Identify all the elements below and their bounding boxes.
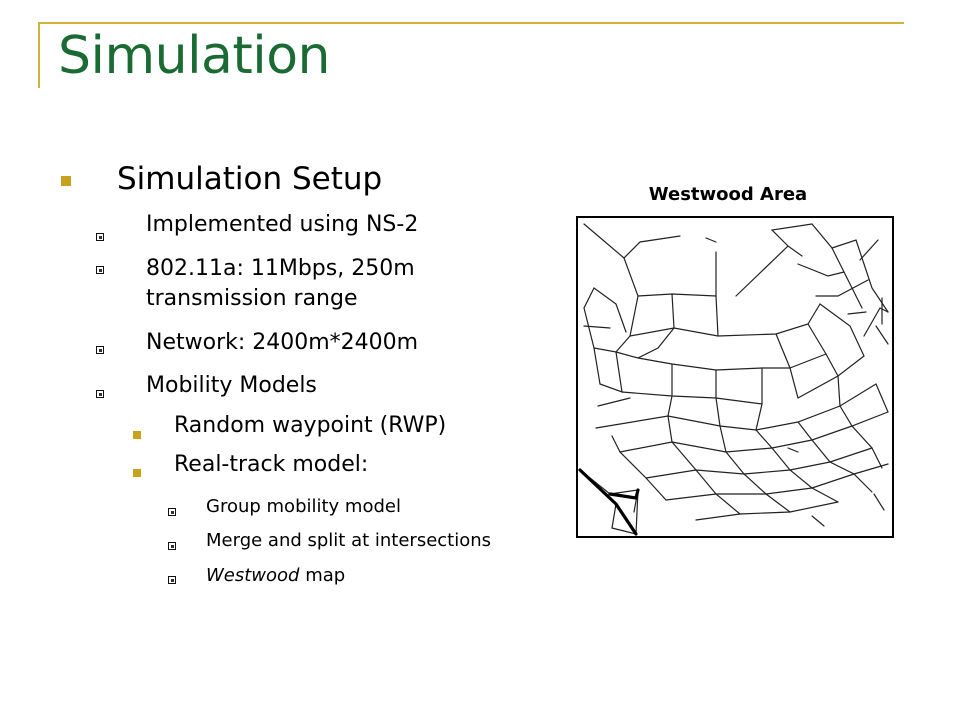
highlighted-route bbox=[578, 468, 640, 536]
bullet-square-icon bbox=[61, 176, 71, 186]
hollow-square-bullet-icon bbox=[96, 390, 104, 398]
bullet-mobility: Mobility Models bbox=[146, 373, 317, 398]
bullet-merge: Merge and split at intersections bbox=[206, 530, 492, 551]
bullet-realtrack: Real-track model: bbox=[174, 452, 369, 477]
bullet-rwp: Random waypoint (RWP) bbox=[174, 413, 447, 438]
slide-title: Simulation bbox=[58, 26, 331, 86]
bullet-square-icon bbox=[133, 431, 141, 439]
hollow-square-bullet-icon bbox=[96, 346, 104, 354]
hollow-square-bullet-icon bbox=[168, 508, 176, 516]
bullet-radio-line2: transmission range bbox=[146, 286, 358, 311]
bullet-implemented: Implemented using NS-2 bbox=[146, 212, 419, 237]
westwood-emphasis: Westwood bbox=[206, 565, 300, 586]
map-suffix: map bbox=[299, 565, 346, 586]
hollow-square-bullet-icon bbox=[96, 266, 104, 274]
map-frame bbox=[576, 216, 894, 538]
hollow-square-bullet-icon bbox=[96, 233, 104, 241]
map-caption: Westwood Area bbox=[648, 184, 808, 205]
westwood-road-map bbox=[576, 216, 894, 538]
hollow-square-bullet-icon bbox=[168, 576, 176, 584]
bullet-square-icon bbox=[133, 469, 141, 477]
bullet-radio-line1: 802.11a: 11Mbps, 250m bbox=[146, 256, 415, 281]
hollow-square-bullet-icon bbox=[168, 542, 176, 550]
title-accent-horizontal bbox=[38, 22, 904, 24]
bullet-simulation-setup: Simulation Setup bbox=[117, 161, 383, 197]
bullet-group: Group mobility model bbox=[206, 496, 401, 517]
bullet-westwood-map: Westwood map bbox=[206, 565, 345, 586]
title-accent-vertical bbox=[38, 22, 40, 88]
bullet-network: Network: 2400m*2400m bbox=[146, 330, 419, 355]
